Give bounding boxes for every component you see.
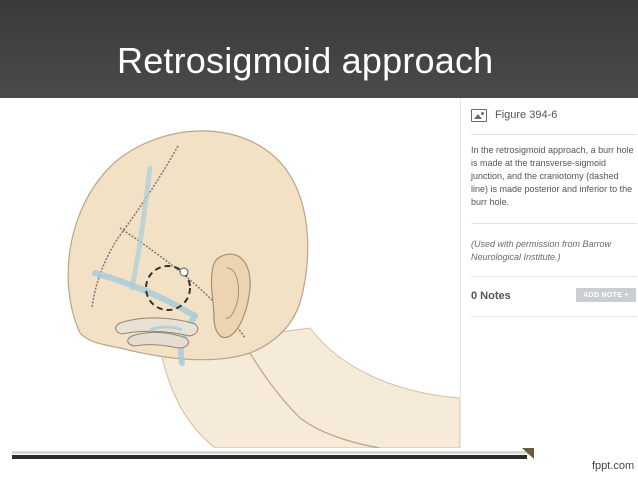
divider — [471, 276, 637, 277]
lambdoid-suture — [91, 145, 179, 309]
brand-label: fppt.com — [592, 460, 635, 472]
add-note-button[interactable]: ADD NOTE + — [576, 288, 636, 302]
figure-label: Figure 394-6 — [495, 109, 558, 121]
footer-rule — [12, 455, 527, 459]
ear-inner — [225, 267, 239, 319]
head-illustration — [67, 130, 460, 448]
superior-sagittal-sinus — [129, 165, 153, 291]
figure-image — [0, 98, 460, 448]
footer-rule-light — [12, 451, 532, 454]
ear-shape — [210, 253, 251, 339]
axis-vertebra — [127, 331, 189, 349]
burr-hole — [179, 267, 189, 277]
divider — [471, 316, 637, 317]
divider — [471, 134, 637, 135]
footer-wedge — [522, 448, 534, 459]
image-icon — [471, 108, 487, 122]
craniotomy-outline — [145, 265, 191, 311]
notes-count: 0 Notes — [471, 290, 511, 302]
figure-credit: (Used with permission from Barrow Neurol… — [471, 239, 612, 262]
vertebral-artery — [149, 325, 183, 332]
side-panel: Figure 394-6 In the retrosigmoid approac… — [460, 98, 638, 448]
figure-caption: In the retrosigmoid approach, a burr hol… — [471, 145, 634, 207]
jaw-shape — [249, 352, 381, 448]
title-bar: Retrosigmoid approach — [0, 0, 638, 98]
neck-shape — [159, 327, 460, 448]
slide-title: Retrosigmoid approach — [117, 40, 494, 81]
divider — [471, 223, 637, 224]
figure-header: Figure 394-6 — [471, 106, 557, 124]
